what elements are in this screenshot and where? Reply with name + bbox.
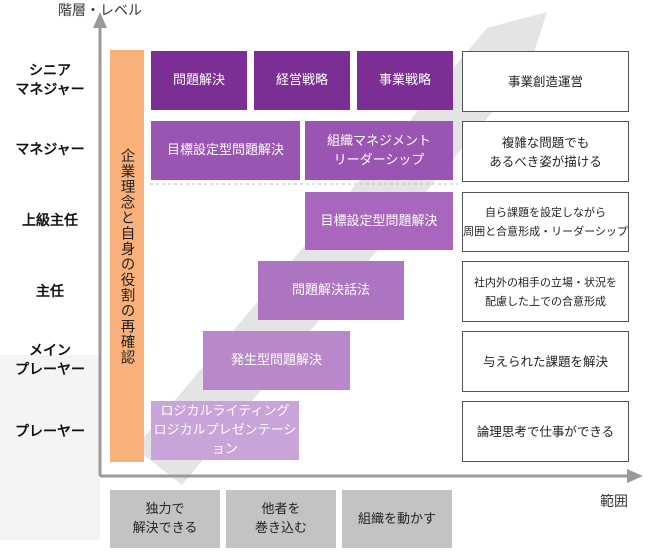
skill-management-strategy: 経営戦略 xyxy=(254,51,350,110)
description-senior-chief: 自ら課題を設定しながら 周囲と合意形成・リーダーシップ xyxy=(462,192,629,252)
description-chief: 社内外の相手の立場・状況を 配慮した上での合意形成 xyxy=(462,261,629,322)
level-main-player: メイン プレーヤー xyxy=(15,343,85,378)
skill-business-strategy: 事業戦略 xyxy=(357,51,453,110)
footer-move-organization: 組織を動かす xyxy=(342,490,452,548)
skill-occurring-problem-solving: 発生型問題解決 xyxy=(203,331,350,390)
description-senior-manager: 事業創造運営 xyxy=(462,51,629,112)
skill-organization-management-leadership: 組織マネジメント リーダーシップ xyxy=(305,121,453,180)
skill-problem-solving-speech: 問題解決話法 xyxy=(258,261,404,320)
description-player: 論理思考で仕事ができる xyxy=(462,401,629,462)
x-axis-arrowhead xyxy=(627,469,643,483)
bottom-left-shadow xyxy=(0,355,100,540)
y-axis-arrowhead xyxy=(93,12,107,28)
footer-solve-independently: 独力で 解決できる xyxy=(110,490,220,548)
skill-logical-writing-presentation: ロジカルライティング ロジカルプレゼンテーション xyxy=(151,401,299,460)
description-manager: 複雑な問題でも あるべき姿が描ける xyxy=(462,121,629,182)
level-senior-chief: 上級主任 xyxy=(22,213,78,229)
description-main-player: 与えられた課題を解決 xyxy=(462,331,629,392)
skill-goal-setting-problem-solving: 目標設定型問題解決 xyxy=(305,192,453,250)
corporate-philosophy-bar: 企業理念と自身の役割の再確認 xyxy=(110,50,144,462)
skill-problem-solving: 問題解決 xyxy=(151,51,247,110)
y-axis-label: 階層・レベル xyxy=(58,3,142,19)
level-chief: 主任 xyxy=(36,284,64,300)
footer-involve-others: 他者を 巻き込む xyxy=(226,490,336,548)
level-senior-manager: シニア マネジャー xyxy=(15,63,85,98)
skill-goal-setting-problem-solving-manager: 目標設定型問題解決 xyxy=(151,121,300,180)
x-axis-label: 範囲 xyxy=(600,494,628,510)
level-player: プレーヤー xyxy=(15,424,85,440)
level-manager: マネジャー xyxy=(15,142,85,158)
